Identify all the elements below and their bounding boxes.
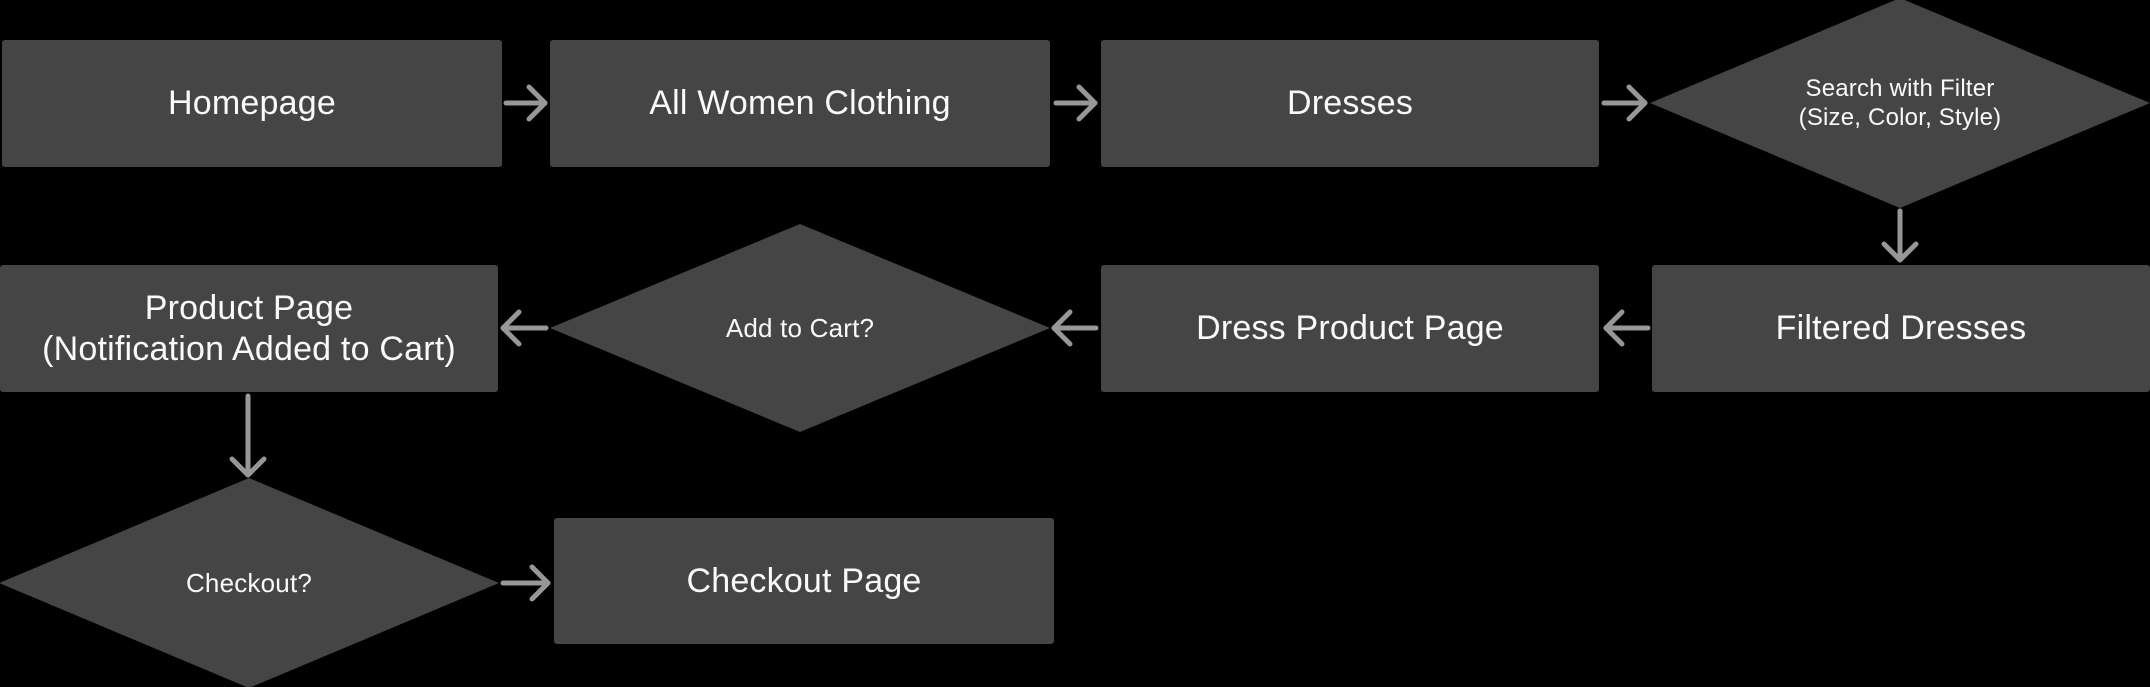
node-product-page-notification[interactable]: Product Page (Notification Added to Cart… (0, 265, 498, 392)
arrow-filtered-dresses-to-dress-product-page (1603, 309, 1651, 347)
arrow-dress-product-page-to-add-to-cart (1051, 309, 1099, 347)
arrow-dresses-to-search-with-filter (1601, 84, 1648, 122)
node-homepage-label: Homepage (168, 84, 336, 123)
node-dress-product-page-label: Dress Product Page (1196, 309, 1504, 348)
node-all-women-clothing[interactable]: All Women Clothing (550, 40, 1050, 167)
node-checkout-page-label: Checkout Page (686, 561, 922, 600)
arrow-product-page-to-checkout-decision (229, 393, 267, 478)
node-homepage[interactable]: Homepage (2, 40, 502, 167)
node-product-page-notification-label: Product Page (Notification Added to Cart… (42, 289, 456, 368)
node-filtered-dresses[interactable]: Filtered Dresses (1652, 265, 2150, 392)
node-checkout-page[interactable]: Checkout Page (554, 518, 1054, 644)
node-all-women-clothing-label: All Women Clothing (649, 84, 951, 123)
arrow-add-to-cart-to-product-page (500, 309, 549, 347)
node-filtered-dresses-label: Filtered Dresses (1775, 309, 2027, 348)
node-search-with-filter-label: Search with Filter (Size, Color, Style) (1798, 74, 2002, 131)
arrow-homepage-to-all-women-clothing (503, 84, 548, 122)
arrow-checkout-decision-to-checkout-page (500, 564, 551, 602)
arrow-all-women-clothing-to-dresses (1053, 84, 1098, 122)
node-dress-product-page[interactable]: Dress Product Page (1101, 265, 1599, 392)
node-add-to-cart-label: Add to Cart? (725, 312, 875, 343)
node-checkout-decision-label: Checkout? (185, 567, 313, 598)
node-dresses[interactable]: Dresses (1101, 40, 1599, 167)
arrow-search-with-filter-to-filtered-dresses (1881, 208, 1919, 263)
node-dresses-label: Dresses (1286, 84, 1414, 123)
